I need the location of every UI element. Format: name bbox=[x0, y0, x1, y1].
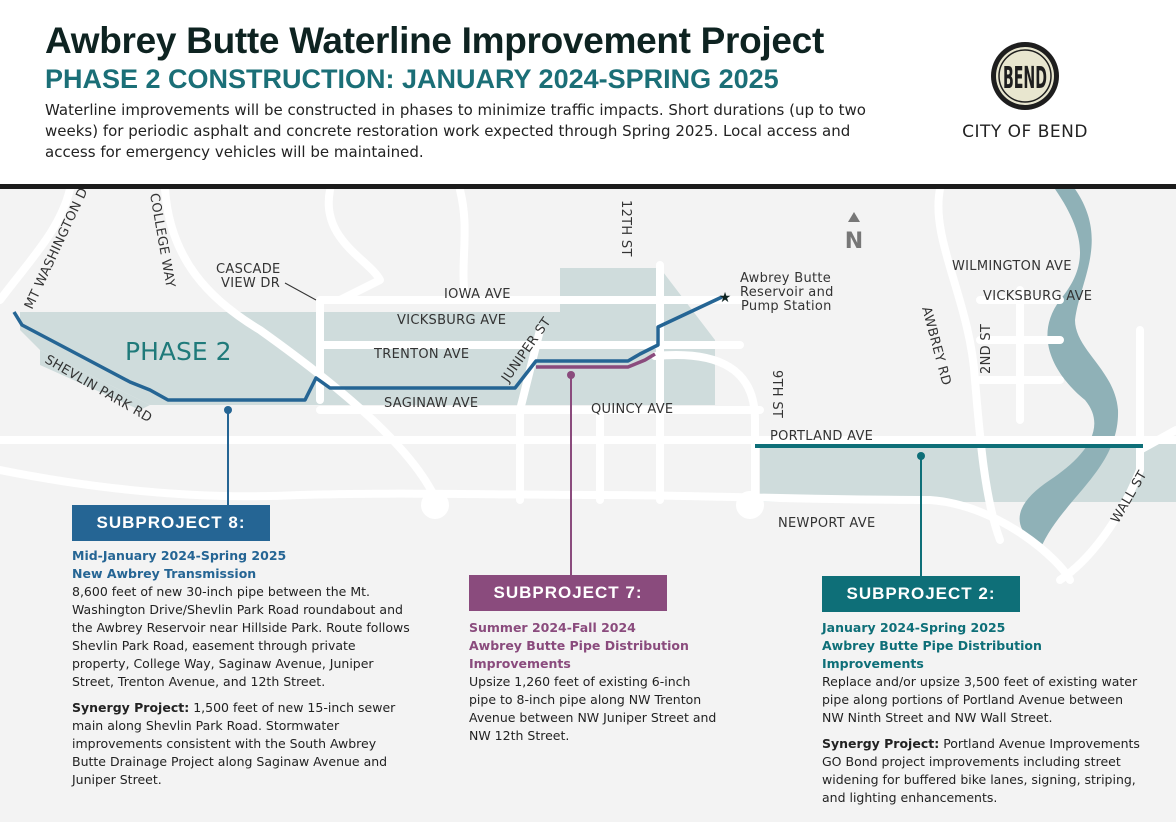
city-of-bend-logo: BEND CITY OF BEND bbox=[950, 40, 1100, 142]
street-12th: 12TH ST bbox=[618, 200, 633, 257]
map: ★ Awbrey Butte Reservoir and Pump Statio… bbox=[0, 189, 1176, 822]
subproject-7-dates: Summer 2024-Fall 2024 bbox=[469, 620, 636, 635]
leader-line bbox=[284, 282, 317, 301]
street-vicksburg: VICKSBURG AVE bbox=[397, 313, 506, 328]
subproject-8-pin bbox=[224, 406, 232, 414]
svg-text:BEND: BEND bbox=[1003, 61, 1047, 96]
street-portland: PORTLAND AVE bbox=[770, 429, 873, 444]
phase-label: PHASE 2 bbox=[125, 337, 232, 366]
street-cascade-view-2: VIEW DR bbox=[221, 276, 280, 291]
reservoir-star-icon: ★ bbox=[719, 290, 732, 306]
subproject-8-pipe[interactable] bbox=[12, 295, 723, 402]
reservoir-label-2: Reservoir and bbox=[740, 285, 834, 300]
subproject-2-pin bbox=[917, 452, 925, 460]
north-arrow: N bbox=[845, 212, 863, 254]
subproject-2-description: January 2024-Spring 2025 Awbrey Butte Pi… bbox=[822, 619, 1142, 815]
street-saginaw: SAGINAW AVE bbox=[384, 396, 478, 411]
logo-text: CITY OF BEND bbox=[962, 122, 1088, 142]
synergy-label: Synergy Project: bbox=[822, 736, 940, 751]
subproject-8-body: 8,600 feet of new 30-inch pipe between t… bbox=[72, 584, 410, 689]
street-quincy: QUINCY AVE bbox=[591, 402, 673, 417]
subproject-7-badge: SUBPROJECT 7: bbox=[469, 575, 667, 611]
subproject-7-pipe[interactable] bbox=[536, 352, 656, 369]
street-vicksburg-east: VICKSBURG AVE bbox=[983, 289, 1092, 304]
subproject-7-description: Summer 2024-Fall 2024 Awbrey Butte Pipe … bbox=[469, 619, 719, 753]
roads bbox=[0, 189, 1176, 584]
intro-text: Waterline improvements will be construct… bbox=[45, 101, 866, 161]
synergy-label: Synergy Project: bbox=[72, 700, 190, 715]
street-newport: NEWPORT AVE bbox=[778, 516, 876, 531]
header: Awbrey Butte Waterline Improvement Proje… bbox=[0, 0, 1176, 184]
subproject-7-pin bbox=[567, 371, 575, 379]
street-9th: 9TH ST bbox=[769, 370, 784, 418]
street-iowa: IOWA AVE bbox=[444, 287, 511, 302]
reservoir-label-3: Pump Station bbox=[741, 299, 832, 314]
reservoir-label-1: Awbrey Butte bbox=[740, 271, 831, 286]
street-2nd: 2ND ST bbox=[979, 324, 994, 374]
bend-seal-icon: BEND bbox=[991, 42, 1059, 110]
subproject-7-name: Awbrey Butte Pipe Distribution Improveme… bbox=[469, 638, 689, 671]
subproject-7-body: Upsize 1,260 feet of existing 6-inch pip… bbox=[469, 674, 717, 743]
map-canvas: ★ Awbrey Butte Reservoir and Pump Statio… bbox=[0, 189, 1176, 584]
street-wilmington: WILMINGTON AVE bbox=[952, 259, 1072, 274]
page-subtitle: PHASE 2 CONSTRUCTION: JANUARY 2024-SPRIN… bbox=[45, 64, 779, 94]
divider bbox=[0, 184, 1176, 189]
subproject-8-name: New Awbrey Transmission bbox=[72, 566, 257, 581]
subproject-8-synergy: 1,500 feet of new 15-inch sewer main alo… bbox=[72, 700, 396, 787]
subproject-8-dates: Mid-January 2024-Spring 2025 bbox=[72, 548, 287, 563]
street-mt-washington: MT WASHINGTON D bbox=[22, 189, 91, 312]
street-awbrey-rd: AWBREY RD bbox=[918, 305, 953, 387]
subproject-2-name: Awbrey Butte Pipe Distribution Improveme… bbox=[822, 638, 1042, 671]
street-trenton: TRENTON AVE bbox=[373, 347, 469, 362]
subproject-2-synergy: Portland Avenue Improvements GO Bond pro… bbox=[822, 736, 1140, 805]
page-title: Awbrey Butte Waterline Improvement Proje… bbox=[45, 20, 824, 61]
subproject-2-dates: January 2024-Spring 2025 bbox=[822, 620, 1006, 635]
street-cascade-view-1: CASCADE bbox=[216, 262, 281, 277]
subproject-2-badge: SUBPROJECT 2: bbox=[822, 576, 1020, 612]
north-label: N bbox=[845, 229, 863, 254]
subproject-2-body: Replace and/or upsize 3,500 feet of exis… bbox=[822, 674, 1138, 725]
deschutes-river bbox=[1019, 189, 1119, 550]
subproject-8-badge: SUBPROJECT 8: bbox=[72, 505, 270, 541]
subproject-8-description: Mid-January 2024-Spring 2025 New Awbrey … bbox=[72, 547, 412, 797]
